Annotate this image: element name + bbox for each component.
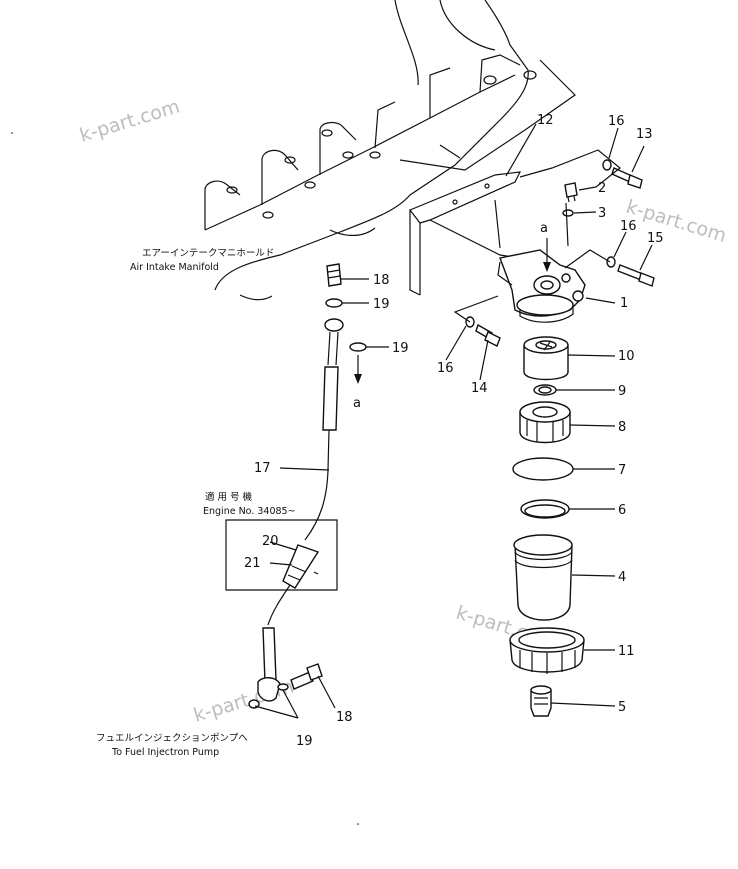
callout-16: 16 (620, 219, 637, 234)
drain-plug-part-5 (530, 685, 552, 717)
bolt-part-13 (602, 159, 643, 189)
callout-8: 8 (618, 420, 626, 435)
o-ring-part-9 (533, 384, 557, 396)
callout-5: 5 (618, 700, 626, 715)
air-intake-manifold-drawing (204, 0, 576, 301)
callout-18: 18 (336, 710, 353, 725)
ring-part-11 (509, 627, 585, 674)
callout-12: 12 (537, 113, 554, 128)
bracket-part-12 (409, 171, 522, 296)
callout-19: 19 (296, 734, 313, 749)
filter-element-part-10 (523, 336, 569, 381)
callout-21: 21 (244, 556, 261, 571)
callout-17: 17 (254, 461, 271, 476)
pump-note-en: To Fuel Injectron Pump (111, 747, 219, 758)
scan-dot (11, 132, 13, 134)
bolt-part-14 (465, 316, 501, 347)
callout-15: 15 (647, 231, 664, 246)
cap-part-8 (519, 401, 571, 444)
bowl-part-4 (513, 534, 573, 621)
scan-dot (357, 823, 359, 825)
callout-19: 19 (392, 341, 409, 356)
arrow-a-line (354, 355, 362, 384)
callout-11: 11 (618, 644, 635, 659)
label-a-top: a (540, 221, 548, 236)
callout-16: 16 (608, 114, 625, 129)
plug-part-2 (564, 182, 578, 203)
callout-7: 7 (618, 463, 626, 478)
watermark: k-part.com (77, 95, 182, 146)
watermark: k-part.com (624, 196, 729, 247)
callout-10: 10 (618, 349, 635, 364)
callout-16: 16 (437, 361, 454, 376)
leader-lines (254, 123, 653, 719)
callout-18: 18 (373, 273, 390, 288)
watermark: k-part.com (191, 675, 296, 726)
arrow-a-head (543, 238, 551, 272)
callout-1: 1 (620, 296, 628, 311)
pump-note-jp: フュエルインジェクションポンプへ (96, 733, 248, 744)
callout-13: 13 (636, 127, 653, 142)
callout-14: 14 (471, 381, 488, 396)
washer-part-3 (562, 209, 574, 217)
fuel-line-assembly (248, 263, 367, 709)
engine-note-en: Engine No. 34085~ (203, 506, 296, 517)
gasket-part-6 (520, 499, 570, 519)
filter-head-part-1 (497, 249, 586, 323)
callout-20: 20 (262, 534, 279, 549)
callout-2: 2 (598, 181, 606, 196)
callout-3: 3 (598, 206, 606, 221)
callout-6: 6 (618, 503, 626, 518)
callout-19: 19 (373, 297, 390, 312)
o-ring-part-7 (512, 457, 574, 481)
callout-9: 9 (618, 384, 626, 399)
inline-filter-detail (225, 519, 338, 591)
label-a-bottom: a (353, 396, 361, 411)
engine-note-jp: 適 用 号 機 (205, 491, 253, 503)
manifold-note-en: Air Intake Manifold (130, 262, 219, 273)
bolt-part-15 (606, 256, 655, 287)
callout-4: 4 (618, 570, 626, 585)
manifold-note-jp: エアーインテークマニホールド (142, 248, 274, 259)
